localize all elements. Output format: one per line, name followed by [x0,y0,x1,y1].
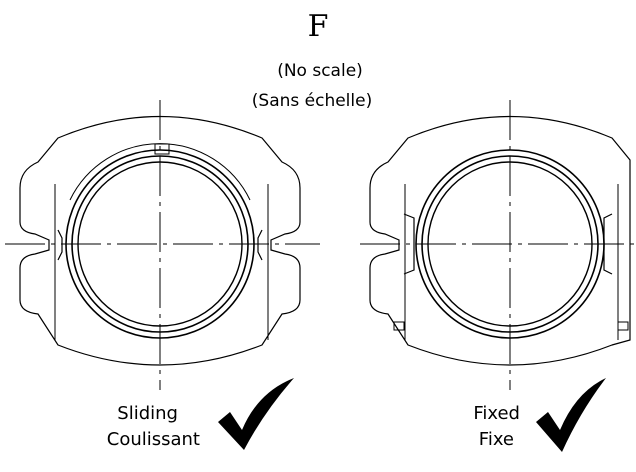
sliding-label-fr: Coulissant [107,429,200,450]
fixed-check-icon [536,378,606,452]
sliding-top-tab [154,143,170,155]
scale-note-fr: (Sans échelle) [252,91,372,111]
fixed-centerlines [360,100,636,390]
section-letter: F [308,9,329,44]
sliding-centerlines [5,100,320,390]
fixed-label-en: Fixed [473,403,520,424]
fixed-label-fr: Fixe [479,429,514,450]
fixed-clamp-body [369,115,631,366]
fixed-clamp [369,115,631,366]
sliding-clamp-body [19,115,301,366]
sliding-label-en: Sliding [117,403,178,424]
scale-note-en: (No scale) [277,61,363,81]
sliding-check-icon [218,378,294,450]
